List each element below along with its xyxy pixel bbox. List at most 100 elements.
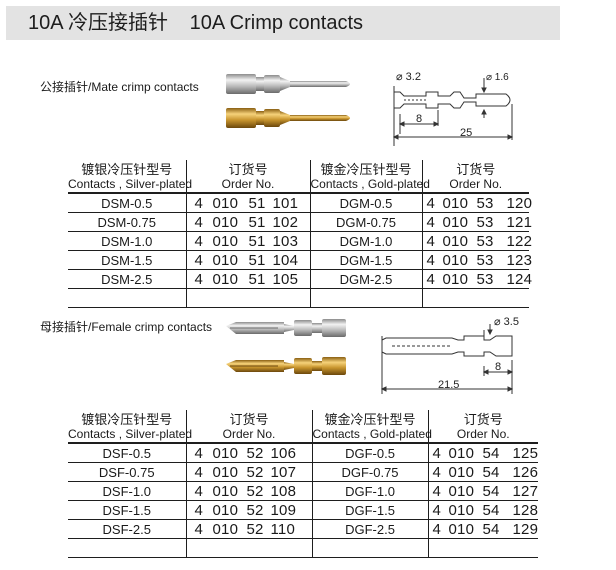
header-gold-cn: 镀金冷压针型号	[324, 412, 416, 427]
order-part: 4	[426, 251, 436, 269]
order-part: 107	[270, 463, 297, 481]
order-part: 51	[248, 213, 266, 231]
order-part: 010	[212, 213, 239, 231]
order-part: 125	[512, 444, 539, 462]
female-label-cn: 母接插针	[40, 320, 89, 334]
silver-male-pin-image	[226, 74, 350, 94]
order-part: 4	[194, 232, 204, 250]
silver-model: DSF-1.0	[68, 481, 187, 501]
order-part: 010	[448, 463, 475, 481]
silver-model: DSF-1.5	[68, 500, 187, 520]
order-part: 103	[272, 232, 299, 250]
order-part: 4	[432, 520, 442, 538]
order-part: 129	[512, 520, 539, 538]
order-part: 53	[476, 270, 494, 288]
silver-model: DSM-1.0	[68, 231, 187, 251]
order-part: 52	[246, 482, 264, 500]
order-part: 010	[448, 444, 475, 462]
order-part: 4	[194, 270, 204, 288]
order-part: 109	[270, 501, 297, 519]
order-part: 51	[248, 232, 266, 250]
table-row-empty	[68, 288, 529, 308]
order-part: 010	[448, 501, 475, 519]
male-length-total: 25	[460, 127, 472, 139]
header-order-cn: 订货号	[229, 412, 269, 427]
order-part: 010	[448, 482, 475, 500]
gold-model: DGF-1.5	[312, 500, 429, 520]
order-part: 108	[270, 482, 297, 500]
header-order-en: Order No.	[221, 177, 275, 191]
order-part: 4	[194, 501, 204, 519]
gold-model: DGF-0.75	[312, 462, 429, 482]
header-order-en-2: Order No.	[449, 177, 503, 191]
female-dimension-drawing: ⌀ 3.5 8 21.5	[380, 316, 519, 394]
order-part: 010	[212, 270, 239, 288]
silver-model: DSM-0.5	[68, 193, 187, 213]
order-part: 106	[270, 444, 297, 462]
order-part: 010	[212, 444, 239, 462]
order-part: 51	[248, 251, 266, 269]
order-part: 4	[194, 194, 204, 212]
gold-male-pin-image	[226, 108, 350, 128]
header-silver-cn: 镀银冷压针型号	[81, 412, 173, 427]
female-diameter-outer: ⌀ 3.5	[494, 316, 519, 328]
gold-model: DGM-1.5	[310, 250, 423, 270]
order-part: 54	[482, 463, 500, 481]
header-order-cn-2: 订货号	[456, 162, 496, 177]
empty-cell	[68, 538, 187, 558]
order-part: 4	[426, 270, 436, 288]
order-part: 54	[482, 501, 500, 519]
header-order-en: Order No.	[222, 427, 276, 441]
order-part: 120	[506, 194, 533, 212]
empty-cell	[68, 288, 187, 308]
order-part: 010	[212, 251, 239, 269]
empty-cell	[186, 538, 313, 558]
order-part: 010	[212, 501, 239, 519]
header-gold-en: Contacts , Gold-plated	[310, 177, 430, 191]
order-part: 4	[194, 444, 204, 462]
female-pin-photos	[226, 319, 346, 375]
empty-cell	[428, 538, 538, 558]
female-length-crimp: 8	[495, 361, 501, 373]
gold-model: DGM-1.0	[310, 231, 423, 251]
silver-model: DSM-1.5	[68, 250, 187, 270]
order-part: 4	[194, 520, 204, 538]
order-part: 124	[506, 270, 533, 288]
silver-model: DSF-0.75	[68, 462, 187, 482]
order-part: 54	[482, 482, 500, 500]
empty-cell	[312, 538, 429, 558]
order-part: 54	[482, 444, 500, 462]
header-order-cn: 订货号	[228, 162, 268, 177]
gold-model: DGM-0.75	[310, 212, 423, 232]
male-length-crimp: 8	[416, 113, 422, 125]
gold-female-pin-image	[226, 357, 346, 375]
order-part: 4	[432, 463, 442, 481]
order-part: 4	[432, 482, 442, 500]
header-silver-cn: 镀银冷压针型号	[81, 162, 173, 177]
order-part: 4	[194, 213, 204, 231]
order-part: 53	[476, 251, 494, 269]
header-gold-cn: 镀金冷压针型号	[320, 162, 412, 177]
order-part: 110	[270, 520, 296, 538]
female-length-total: 21.5	[438, 379, 459, 391]
silver-model: DSF-0.5	[68, 443, 187, 463]
